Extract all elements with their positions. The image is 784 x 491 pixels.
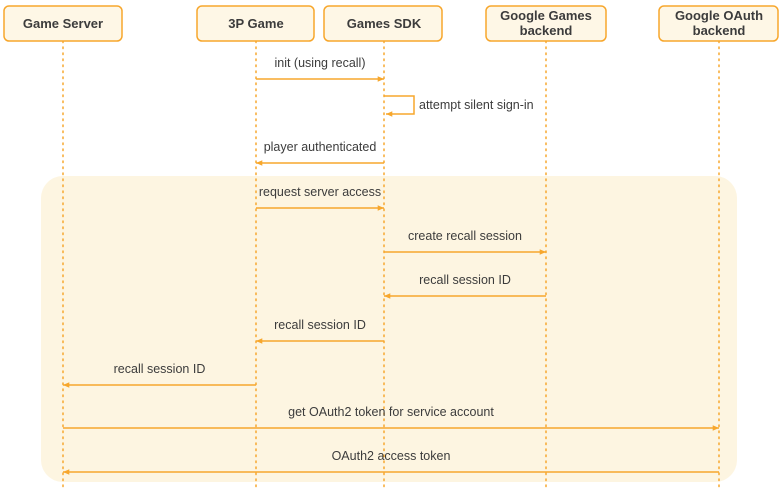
actor-box-game-server	[3, 5, 123, 42]
actor-label-google-oauth-backend: Google OAuth	[675, 8, 763, 23]
message-8: recall session ID	[63, 362, 256, 388]
message-label: create recall session	[408, 229, 522, 243]
message-label: get OAuth2 token for service account	[288, 405, 494, 419]
self-message-arrow	[384, 95, 415, 117]
highlighted-region	[41, 176, 737, 482]
actor-box-google-oauth-backend	[658, 5, 779, 42]
message-label: OAuth2 access token	[332, 449, 451, 463]
message-7: recall session ID	[256, 318, 384, 344]
message-label: recall session ID	[114, 362, 206, 376]
actor-label-google-oauth-backend: backend	[693, 23, 746, 38]
message-5: create recall session	[384, 229, 546, 255]
message-label: request server access	[259, 185, 381, 199]
actor-label-games-sdk: Games SDK	[347, 16, 422, 31]
message-label: init (using recall)	[274, 56, 365, 70]
actor-game-server: Game Server	[3, 5, 123, 42]
message-label: recall session ID	[419, 273, 511, 287]
message-10: OAuth2 access token	[63, 449, 719, 475]
message-3: player authenticated	[256, 140, 384, 166]
actor-label-game-server: Game Server	[23, 16, 103, 31]
actor-3p-game: 3P Game	[196, 5, 315, 42]
actor-box-3p-game	[196, 5, 315, 42]
actor-label-google-games-backend: Google Games	[500, 8, 592, 23]
message-9: get OAuth2 token for service account	[63, 405, 719, 431]
actor-games-sdk: Games SDK	[323, 5, 443, 42]
actor-label-google-games-backend: backend	[520, 23, 573, 38]
actor-box-google-games-backend	[485, 5, 607, 42]
actor-label-3p-game: 3P Game	[228, 16, 283, 31]
message-4: request server access	[256, 185, 384, 211]
message-1: init (using recall)	[256, 56, 384, 82]
message-label: player authenticated	[264, 140, 377, 154]
actor-box-games-sdk	[323, 5, 443, 42]
message-2: attempt silent sign-in	[384, 95, 534, 117]
message-label: recall session ID	[274, 318, 366, 332]
message-6: recall session ID	[384, 273, 546, 299]
message-label: attempt silent sign-in	[419, 98, 534, 112]
